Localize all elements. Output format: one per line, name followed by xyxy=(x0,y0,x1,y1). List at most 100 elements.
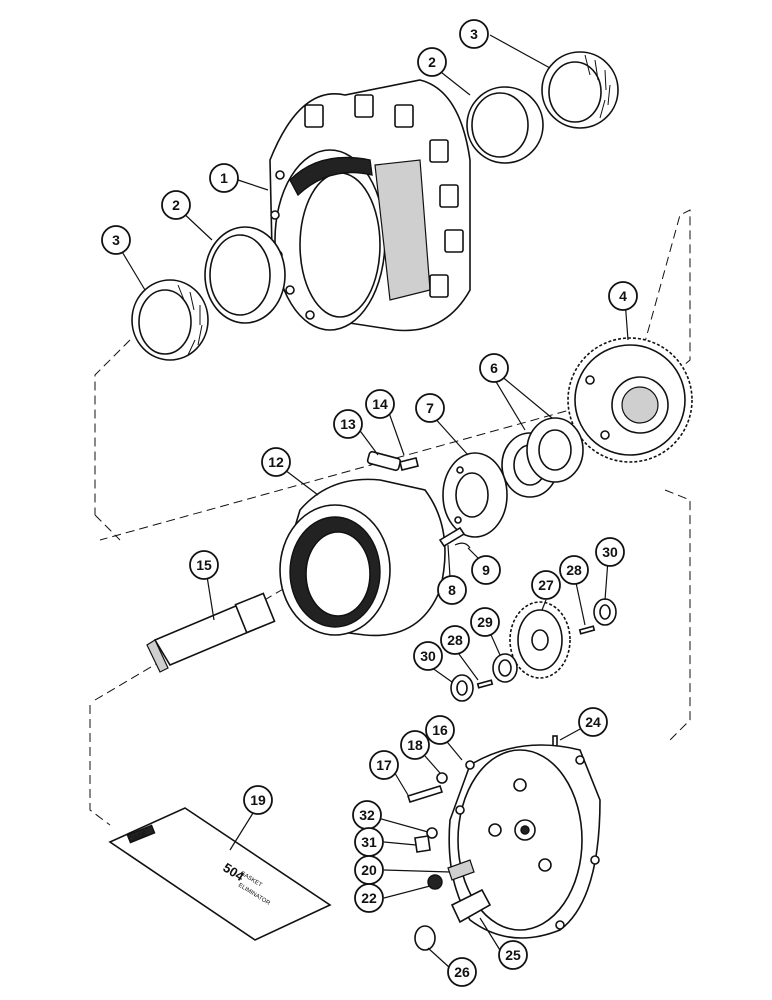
callout-1: 1 xyxy=(209,163,239,193)
thrust-washer-part-6 xyxy=(501,417,584,498)
leader-18 xyxy=(424,755,441,774)
leader-32 xyxy=(377,817,429,833)
bearing-cone-part-3-lower xyxy=(131,279,209,361)
callout-17: 17 xyxy=(369,750,399,780)
leader-20 xyxy=(383,869,451,873)
leader-9 xyxy=(467,547,479,559)
callout-30a: 30 xyxy=(595,537,625,567)
leader-28l xyxy=(455,649,479,681)
leader-28r xyxy=(574,577,586,626)
svg-text:16: 16 xyxy=(432,722,448,738)
callout-3b: 3 xyxy=(101,225,131,255)
svg-text:14: 14 xyxy=(372,396,388,412)
leader-6a xyxy=(491,374,526,431)
callout-32: 32 xyxy=(352,800,382,830)
leader-7 xyxy=(431,414,469,456)
leader-25 xyxy=(479,917,504,956)
callout-8: 8 xyxy=(437,575,467,605)
leader-14 xyxy=(387,409,405,456)
pin-part-9 xyxy=(454,542,471,549)
leader-12 xyxy=(284,469,319,496)
callout-22: 22 xyxy=(354,883,384,913)
svg-text:9: 9 xyxy=(482,562,490,578)
bearing-cup-part-2-upper xyxy=(466,86,544,164)
svg-text:30: 30 xyxy=(420,648,436,664)
svg-text:2: 2 xyxy=(428,54,436,70)
bearing-cup-part-2-lower xyxy=(204,226,286,324)
callout-6: 6 xyxy=(479,353,509,383)
svg-text:28: 28 xyxy=(566,562,582,578)
callout-3a: 3 xyxy=(459,19,489,49)
callout-12: 12 xyxy=(261,447,291,477)
leader-31 xyxy=(383,841,417,846)
callout-24: 24 xyxy=(578,707,608,737)
leader-26 xyxy=(427,947,451,969)
shaft-pin-part-25 xyxy=(450,888,492,924)
callout-27: 27 xyxy=(531,570,561,600)
carrier-cover-part-16 xyxy=(448,744,601,939)
callout-20: 20 xyxy=(354,855,384,885)
callout-28a: 28 xyxy=(559,555,589,585)
fitting-part-20 xyxy=(447,859,475,881)
leader-27 xyxy=(541,599,547,611)
svg-text:15: 15 xyxy=(196,557,212,573)
svg-text:3: 3 xyxy=(112,232,120,248)
plug-part-31 xyxy=(414,835,431,853)
leader-24 xyxy=(559,727,583,741)
svg-text:4: 4 xyxy=(619,288,627,304)
axle-shaft-part-15 xyxy=(146,592,276,673)
svg-text:1: 1 xyxy=(220,170,228,186)
svg-text:3: 3 xyxy=(470,26,478,42)
washer-part-29 xyxy=(492,653,518,683)
callout-2a: 2 xyxy=(417,47,447,77)
leader-8 xyxy=(447,544,451,578)
callout-30b: 30 xyxy=(413,641,443,671)
callout-31: 31 xyxy=(354,827,384,857)
svg-text:17: 17 xyxy=(376,757,392,773)
washer-part-18 xyxy=(436,772,448,784)
carrier-plate-part-7 xyxy=(442,452,508,538)
callout-9: 9 xyxy=(471,555,501,585)
nut-part-22 xyxy=(427,874,443,890)
spur-gear-part-4 xyxy=(567,337,693,463)
svg-text:6: 6 xyxy=(490,360,498,376)
svg-text:25: 25 xyxy=(505,947,521,963)
svg-text:29: 29 xyxy=(477,614,493,630)
svg-text:31: 31 xyxy=(361,834,377,850)
bolt-part-14 xyxy=(399,457,419,471)
washer-part-32 xyxy=(426,827,438,839)
gasket-eliminator-package-part-19: CASE 504 GASKET ELIMINATOR xyxy=(108,807,332,941)
callout-2b: 2 xyxy=(161,190,191,220)
svg-text:30: 30 xyxy=(602,544,618,560)
leader-13 xyxy=(357,427,379,456)
svg-text:19: 19 xyxy=(250,792,266,808)
washer-part-30-right xyxy=(593,598,617,626)
leader-1 xyxy=(237,179,269,191)
svg-text:13: 13 xyxy=(340,416,356,432)
washer-part-30-left xyxy=(450,674,474,702)
wheel-hub-part-1 xyxy=(269,79,471,332)
svg-text:27: 27 xyxy=(538,577,554,593)
callout-29: 29 xyxy=(470,607,500,637)
leader-22 xyxy=(383,885,431,899)
callout-25: 25 xyxy=(498,940,528,970)
svg-text:22: 22 xyxy=(361,890,377,906)
callout-4: 4 xyxy=(608,281,638,311)
ring-gear-part-12 xyxy=(279,478,446,637)
bolt-part-8 xyxy=(438,526,466,548)
upper-group-outline xyxy=(94,209,691,541)
pin-part-28-left xyxy=(476,679,494,689)
bolt-part-17 xyxy=(406,785,444,803)
callout-13: 13 xyxy=(333,409,363,439)
callout-28b: 28 xyxy=(440,625,470,655)
svg-text:32: 32 xyxy=(359,807,375,823)
callout-14: 14 xyxy=(365,389,395,419)
svg-text:12: 12 xyxy=(268,454,284,470)
svg-text:20: 20 xyxy=(361,862,377,878)
callout-26: 26 xyxy=(447,957,477,987)
callout-7: 7 xyxy=(415,393,445,423)
svg-text:18: 18 xyxy=(407,737,423,753)
lock-plate-part-13 xyxy=(366,450,402,472)
svg-text:7: 7 xyxy=(426,400,434,416)
